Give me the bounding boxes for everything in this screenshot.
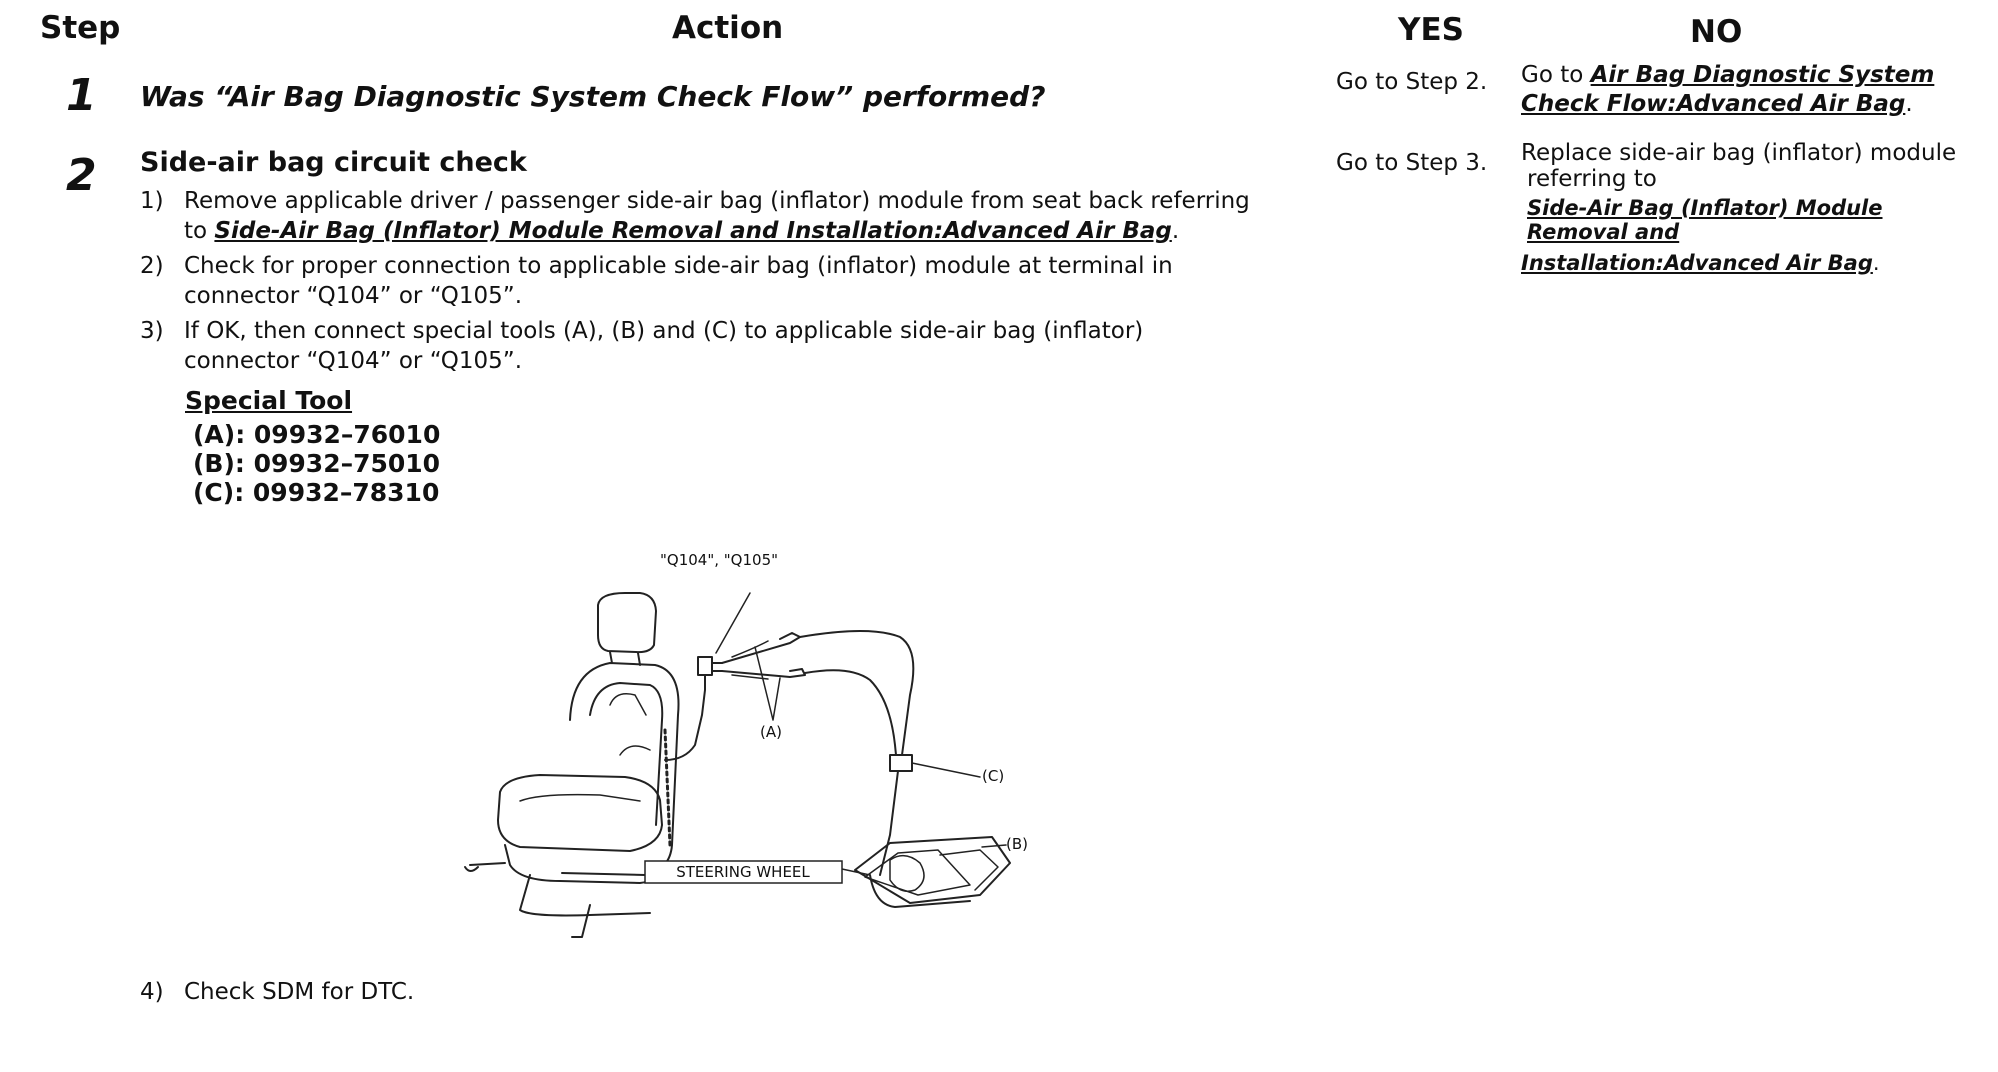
item-4-text: Check SDM for DTC. <box>184 979 415 1005</box>
label-a: (A) <box>760 723 782 741</box>
item-2-number: 2) <box>140 253 164 279</box>
steering-wheel-label: STEERING WHEEL <box>676 863 810 881</box>
step-number-2: 2 <box>66 150 97 201</box>
item-1-to: to <box>184 218 215 244</box>
item-1-suffix: . <box>1171 218 1180 244</box>
step-2-item-1: 1) Remove applicable driver / passenger s… <box>140 186 1320 246</box>
link-side-air-bag-module-3[interactable]: Installation:Advanced Air Bag <box>1521 251 1873 275</box>
special-tool-heading: Special Tool <box>185 386 353 415</box>
label-b: (B) <box>1006 835 1028 853</box>
step-1-no-suffix: . <box>1905 91 1913 117</box>
item-1-number: 1) <box>140 188 164 214</box>
special-tool-c: (C): 09932–78310 <box>193 478 440 507</box>
probe-a-leader <box>754 646 781 721</box>
step-1-question: Was “Air Bag Diagnostic System Check Flo… <box>140 80 1046 113</box>
step-1-no-prefix: Go to <box>1521 62 1591 88</box>
step-2-item-3: 3) If OK, then connect special tools (A),… <box>140 316 1320 376</box>
seat-harness <box>664 674 706 761</box>
seat-back-contours <box>609 693 651 756</box>
seat-cushion <box>497 774 663 852</box>
link-air-bag-diagnostic-flow[interactable]: Air Bag Diagnostic System Check Flow:Adv… <box>1521 62 1935 117</box>
item-3-text-2: connector “Q104” or “Q105”. <box>184 348 523 374</box>
label-c: (C) <box>982 767 1004 785</box>
lead-wire-1 <box>799 630 915 756</box>
step-2-no-text-2: referring to <box>1527 166 1657 192</box>
step-2-yes: Go to Step 3. <box>1336 150 1488 176</box>
adapter-c <box>889 754 913 772</box>
connector-pins <box>711 662 723 672</box>
step-number-1: 1 <box>66 70 97 121</box>
step-1-yes: Go to Step 2. <box>1336 69 1488 95</box>
coiled-cable <box>889 854 925 892</box>
step-2-no-suffix: . <box>1872 251 1880 275</box>
step-2-no-text: Replace side-air bag (inflator) module <box>1521 140 1957 166</box>
load-tool-b <box>854 836 1011 904</box>
load-tool-b-lid <box>864 849 971 896</box>
step-2-no: Replace side-air bag (inflator) module r… <box>1521 140 1996 276</box>
seat-back-inner <box>589 682 664 826</box>
step-2-title: Side-air bag circuit check <box>140 147 527 178</box>
link-side-air-bag-module-2[interactable]: Removal and <box>1527 220 1680 244</box>
item-3-text: If OK, then connect special tools (A), (… <box>184 318 1144 344</box>
header-yes: YES <box>1398 12 1464 48</box>
load-tool-b-leader <box>981 844 1007 848</box>
connector-q104-q105 <box>697 656 713 676</box>
item-4-number: 4) <box>140 979 164 1005</box>
header-step: Step <box>40 10 121 46</box>
cushion-contour <box>519 793 641 802</box>
header-no: NO <box>1690 14 1743 50</box>
adapter-c-leader <box>911 762 981 778</box>
step-2-item-2: 2) Check for proper connection to applica… <box>140 251 1320 311</box>
side-air-bag-area <box>663 728 672 847</box>
steering-wheel-label-box <box>644 860 843 884</box>
side-air-bag-circuit-diagram: STEERING WHEEL "Q104", "Q105" (A) (C) (B… <box>464 551 1028 938</box>
item-3-number: 3) <box>140 318 164 344</box>
load-tool-b-base <box>869 874 971 908</box>
seat-lever-left <box>464 862 506 872</box>
link-side-air-bag-module-1[interactable]: Side-Air Bag (Inflator) Module <box>1527 196 1883 220</box>
special-tool-b: (B): 09932–75010 <box>193 449 441 478</box>
item-1-text: Remove applicable driver / passenger sid… <box>184 188 1250 214</box>
link-side-air-bag-removal[interactable]: Side-Air Bag (Inflator) Module Removal a… <box>214 218 1172 244</box>
probes-a <box>721 632 806 678</box>
special-tool-a: (A): 09932–76010 <box>193 420 441 449</box>
header-action: Action <box>672 10 784 46</box>
connector-label: "Q104", "Q105" <box>660 551 778 569</box>
step-2-item-4: 4) Check SDM for DTC. <box>140 977 414 1007</box>
item-2-text: Check for proper connection to applicabl… <box>184 253 1173 279</box>
headrest-posts <box>609 651 641 666</box>
connector-leader <box>715 592 751 654</box>
box-compartment <box>939 849 999 891</box>
item-2-text-2: connector “Q104” or “Q105”. <box>184 283 523 309</box>
adapter-cable <box>879 770 899 876</box>
seat-headrest <box>597 592 657 654</box>
step-1-no: Go to Air Bag Diagnostic System Check Fl… <box>1521 61 1996 119</box>
steering-wheel-leader <box>841 868 871 876</box>
lead-wire-2 <box>804 669 897 756</box>
special-tool-list: (A): 09932–76010 (B): 09932–75010 (C): 0… <box>193 420 440 507</box>
seat-foot <box>571 904 591 938</box>
